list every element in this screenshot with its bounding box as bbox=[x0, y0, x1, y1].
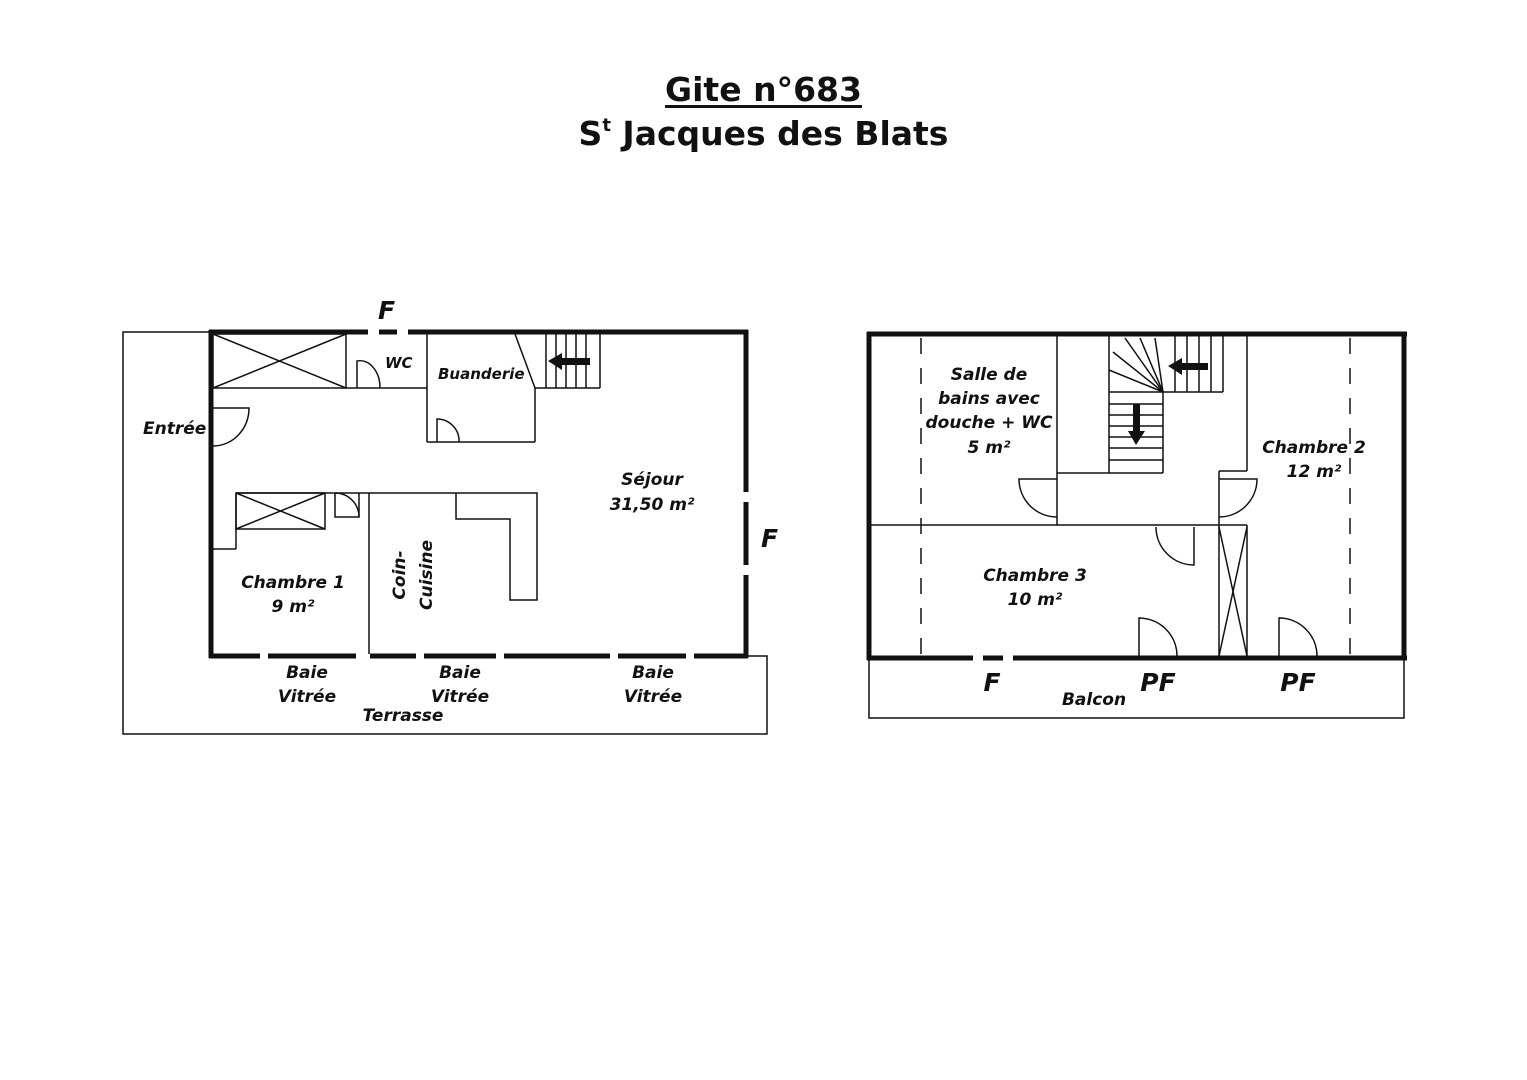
ground-staircase bbox=[545, 334, 590, 388]
upper-outer-walls bbox=[866, 331, 1407, 661]
chambre1-area: 9 m² bbox=[272, 597, 315, 617]
chambre3-area: 10 m² bbox=[1008, 590, 1063, 610]
balcon-label: Balcon bbox=[1062, 690, 1126, 710]
sejour-area: 31,50 m² bbox=[610, 495, 695, 515]
pf-label-1: PF bbox=[1140, 668, 1175, 697]
baie2-label: Baie bbox=[439, 663, 481, 683]
sdb-area: 5 m² bbox=[968, 438, 1011, 458]
sejour-label: Séjour bbox=[621, 470, 684, 490]
page-subtitle: St Jacques des Blats bbox=[0, 114, 1527, 153]
storage-cupboard-chambre1 bbox=[235, 492, 326, 530]
baie1-label: Baie bbox=[286, 663, 328, 683]
window-top-label: F bbox=[378, 296, 395, 325]
storage-cupboard-top bbox=[212, 333, 347, 389]
ground-doors bbox=[212, 359, 460, 518]
vitree2-label: Vitrée bbox=[431, 687, 489, 707]
chambre3-label: Chambre 3 bbox=[983, 566, 1087, 586]
entree-label: Entrée bbox=[143, 419, 206, 439]
kitchen-counter bbox=[455, 492, 538, 601]
upper-interior-walls bbox=[869, 336, 1248, 656]
wc-label: WC bbox=[385, 354, 413, 372]
subtitle-rest: Jacques des Blats bbox=[610, 114, 949, 153]
chambre2-area: 12 m² bbox=[1287, 462, 1342, 482]
window-right-label: F bbox=[761, 524, 778, 553]
upper-floor-plan: Salle de bains avec douche + WC 5 m² Cha… bbox=[866, 331, 1407, 719]
upper-window-label: F bbox=[983, 668, 1000, 697]
ground-outer-walls bbox=[208, 329, 749, 659]
subtitle-superscript: t bbox=[602, 115, 611, 136]
chambre1-label: Chambre 1 bbox=[241, 573, 345, 593]
buanderie-label: Buanderie bbox=[438, 365, 525, 383]
upper-doors bbox=[1018, 478, 1318, 657]
pf-label-2: PF bbox=[1280, 668, 1315, 697]
upper-closet bbox=[1218, 526, 1248, 657]
ground-interior-walls bbox=[213, 333, 601, 654]
balcony-outline bbox=[868, 658, 1405, 719]
terrasse-label: Terrasse bbox=[363, 706, 444, 726]
terrace-outline bbox=[122, 331, 768, 735]
baie3-label: Baie bbox=[632, 663, 674, 683]
upper-staircase bbox=[1108, 336, 1224, 474]
subtitle-prefix: S bbox=[578, 114, 603, 153]
sdb-label-1: Salle de bbox=[951, 365, 1028, 385]
sdb-label-2: bains avec bbox=[938, 389, 1040, 409]
vitree1-label: Vitrée bbox=[278, 687, 336, 707]
cuisine-label: Cuisine bbox=[417, 540, 437, 610]
coin-label: Coin- bbox=[390, 550, 410, 599]
ground-floor-plan: F F WC Buanderie Entrée Séjour 31,50 m² … bbox=[122, 296, 778, 735]
vitree3-label: Vitrée bbox=[624, 687, 682, 707]
page-title: Gite n°683 bbox=[665, 70, 862, 109]
sdb-label-3: douche + WC bbox=[926, 413, 1053, 433]
chambre2-label: Chambre 2 bbox=[1262, 438, 1366, 458]
